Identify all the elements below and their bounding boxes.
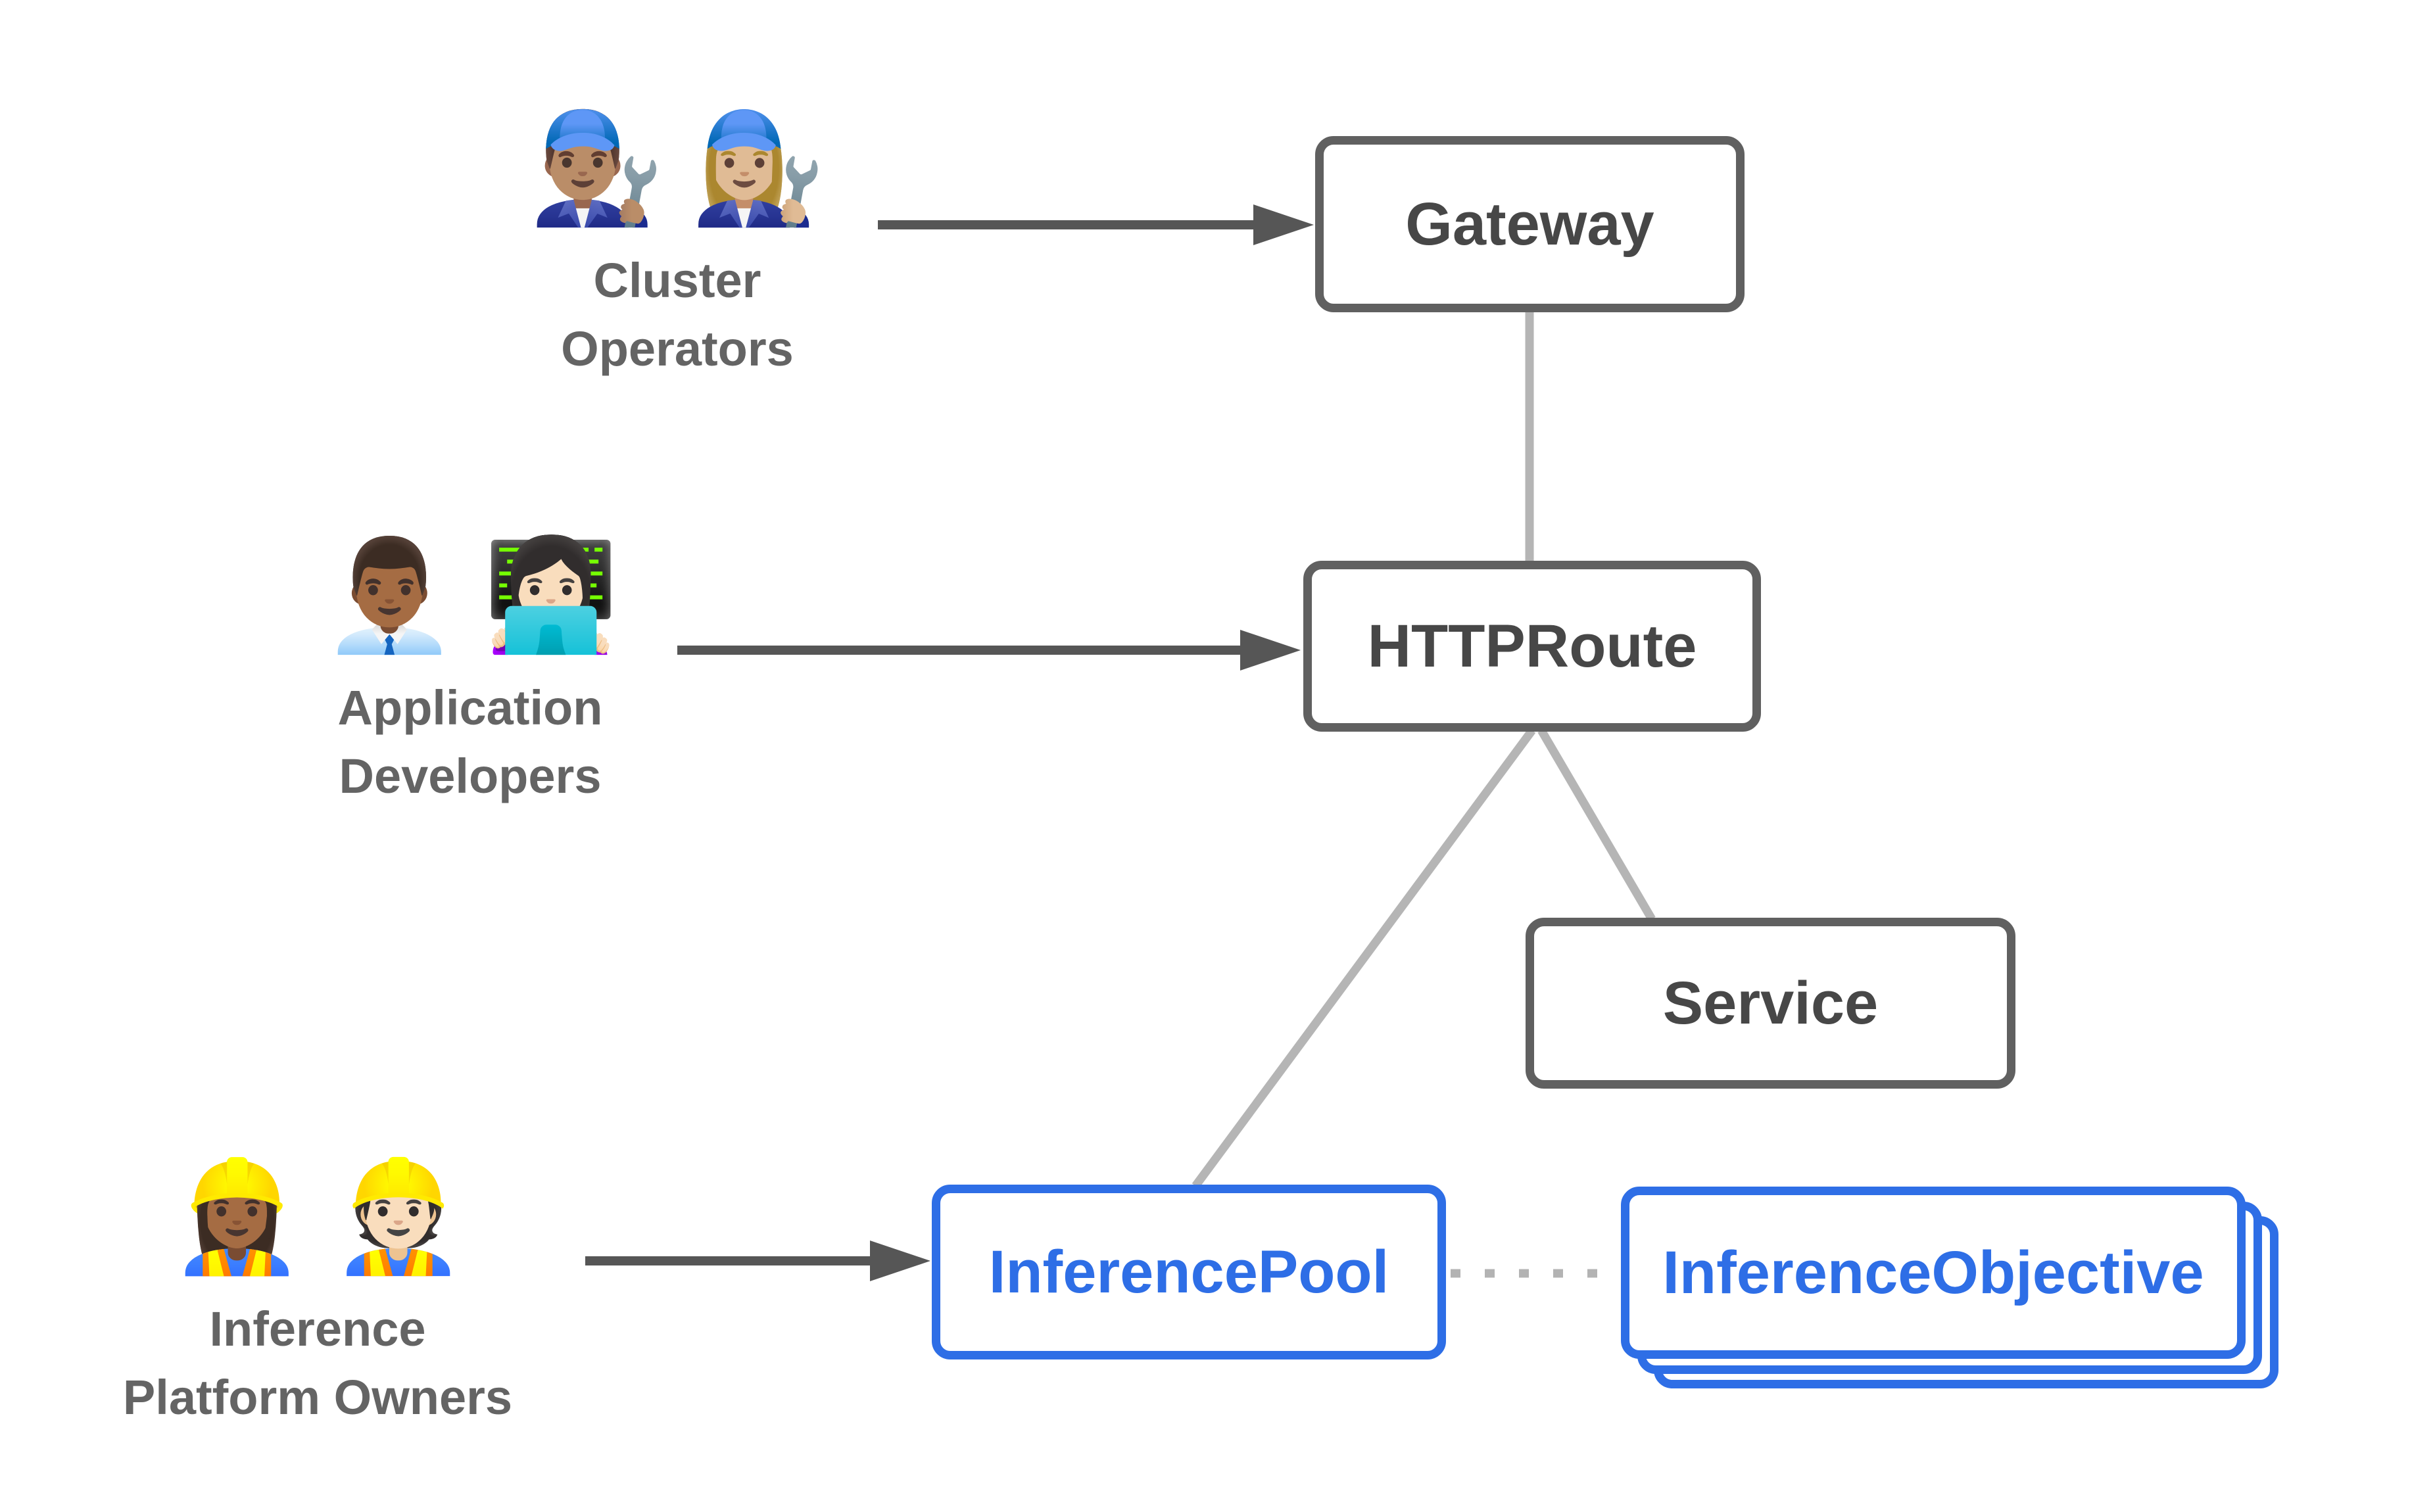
edge-httproute-inferencepool — [1192, 728, 1536, 1189]
actor-label-line: Developers — [339, 749, 602, 803]
gateway-label: Gateway — [1405, 190, 1654, 258]
man-mechanic-emoji: 👨🏽‍🔧 — [529, 105, 664, 231]
cluster-operators-emoji-row: 👨🏽‍🔧👩🏼‍🔧 — [381, 102, 973, 233]
actor-label-line: Cluster — [593, 253, 761, 308]
actor-label-line: Platform Owners — [122, 1370, 513, 1425]
inferencepool-label: InferencePool — [988, 1238, 1389, 1306]
cluster-operators-arrow — [878, 204, 1314, 245]
actor-cluster-operators: 👨🏽‍🔧👩🏼‍🔧 Cluster Operators — [381, 102, 973, 383]
woman-mechanic-emoji: 👩🏼‍🔧 — [690, 105, 826, 231]
actor-inference-platform-owners: 👷🏾‍♀️👷🏻 Inference Platform Owners — [22, 1150, 614, 1432]
woman-construction-worker-emoji: 👷🏾‍♀️ — [169, 1153, 304, 1279]
service-label: Service — [1662, 969, 1879, 1037]
gateway-node: Gateway — [1315, 136, 1745, 312]
edge-httproute-service — [1537, 728, 1656, 922]
service-node: Service — [1526, 918, 2015, 1089]
woman-technologist-emoji: 👩🏻‍💻 — [483, 532, 619, 658]
inference-platform-owners-arrow — [585, 1240, 930, 1281]
actor-label-line: Operators — [561, 321, 794, 376]
application-developers-emoji-row: 👨🏾‍💼👩🏻‍💻 — [174, 529, 766, 661]
inference-platform-owners-label: Inference Platform Owners — [22, 1295, 614, 1432]
inference-platform-owners-emoji-row: 👷🏾‍♀️👷🏻 — [22, 1150, 614, 1282]
application-developers-arrow — [677, 630, 1301, 671]
man-construction-worker-emoji: 👷🏻 — [331, 1153, 466, 1279]
actor-label-line: Inference — [209, 1302, 426, 1356]
inferencepool-node: InferencePool — [932, 1185, 1446, 1359]
httproute-node: HTTPRoute — [1303, 561, 1761, 732]
inferenceobjective-card-front: InferenceObjective — [1621, 1187, 2246, 1359]
man-office-worker-emoji: 👨🏾‍💼 — [322, 532, 457, 658]
cluster-operators-label: Cluster Operators — [381, 247, 973, 383]
actor-application-developers: 👨🏾‍💼👩🏻‍💻 Application Developers — [174, 529, 766, 811]
actor-label-line: Application — [337, 680, 603, 735]
httproute-label: HTTPRoute — [1367, 612, 1697, 680]
application-developers-label: Application Developers — [174, 674, 766, 811]
inferenceobjective-node: InferenceObjective — [1621, 1187, 2285, 1397]
inferenceobjective-label: InferenceObjective — [1662, 1239, 2204, 1306]
